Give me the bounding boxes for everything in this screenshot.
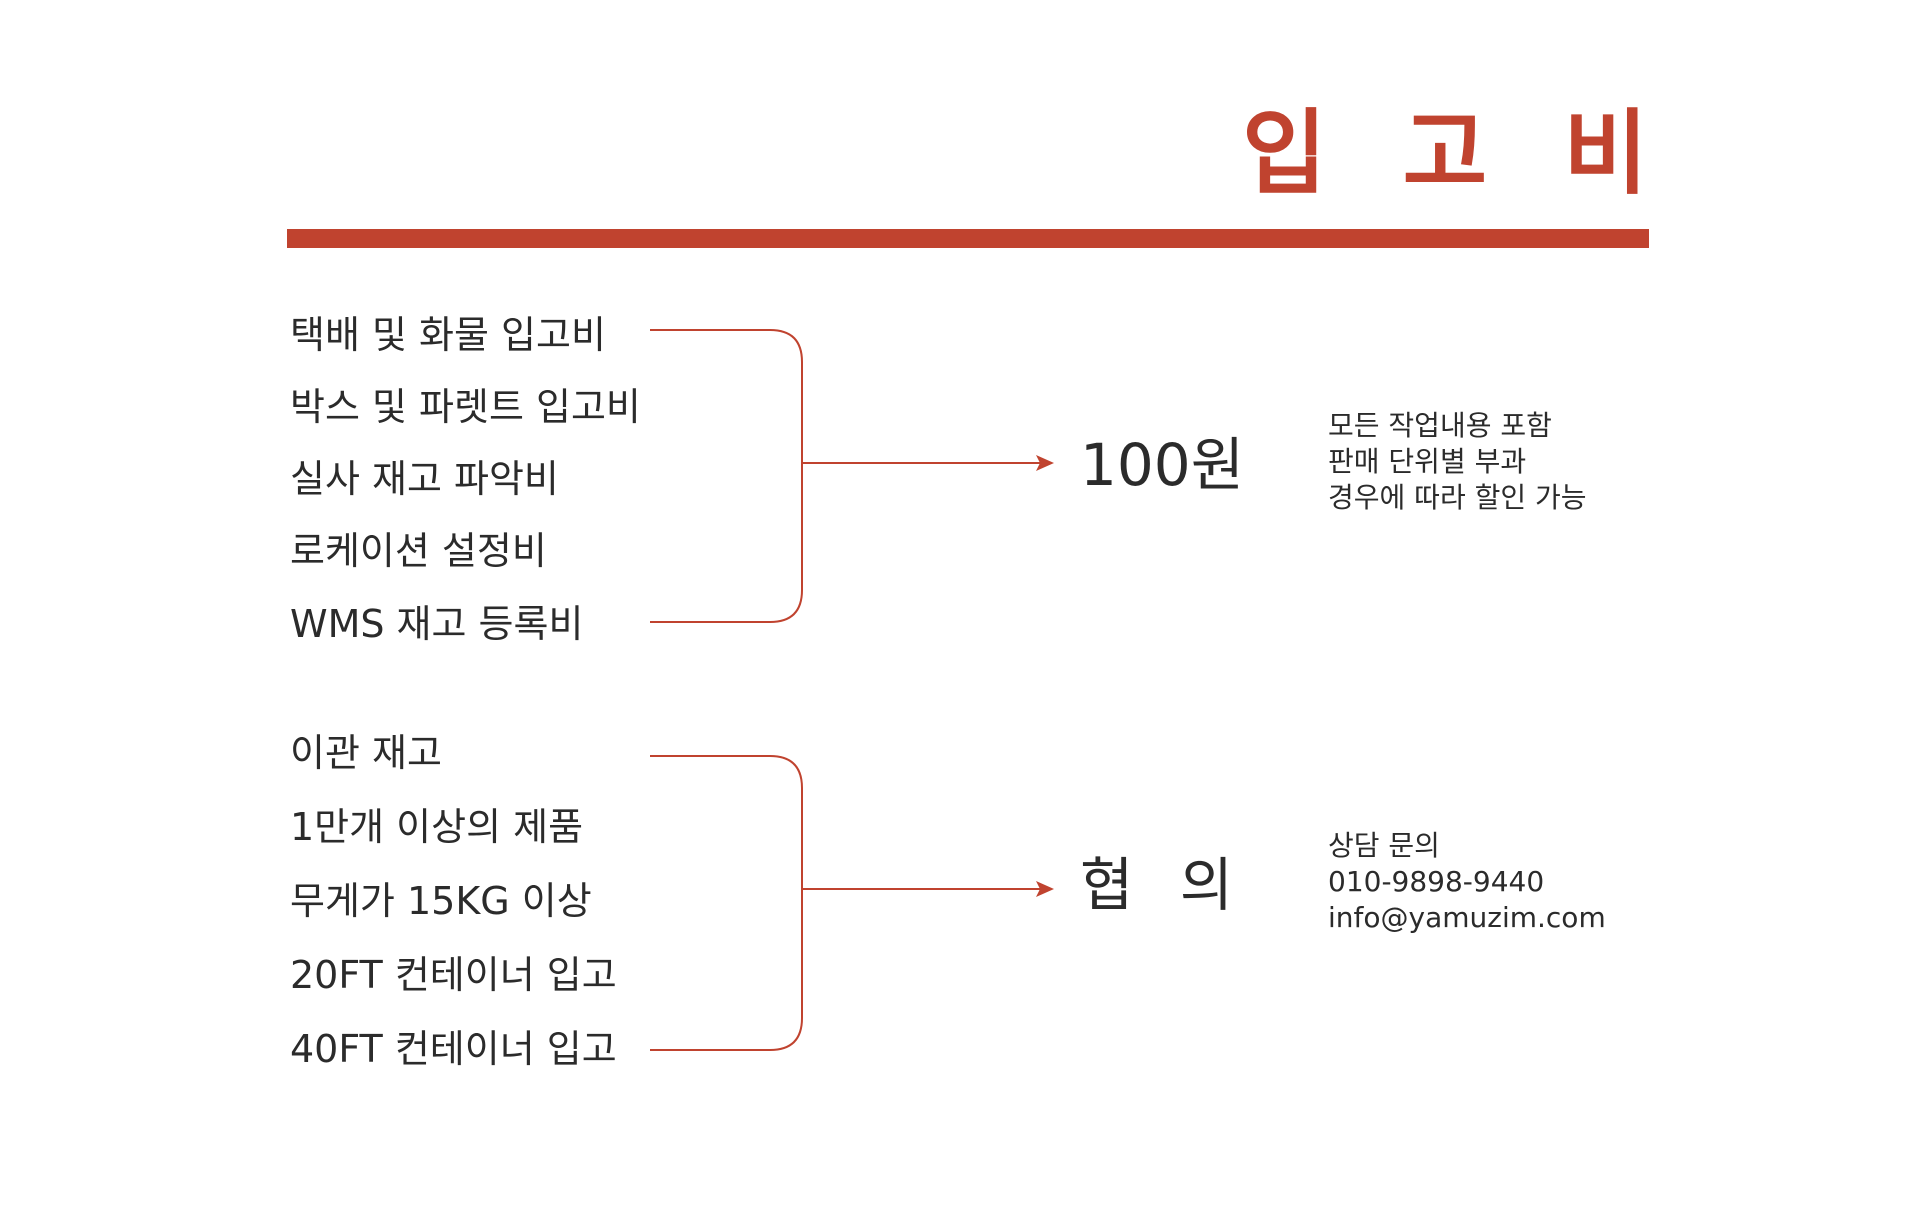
bracket-line — [650, 329, 803, 623]
price-note: 모든 작업내용 포함 판매 단위별 부과 경우에 따라 할인 가능 — [1328, 408, 1587, 516]
list-item: 택배 및 화물 입고비 — [290, 313, 606, 357]
email-address: info@yamuzim.com — [1328, 901, 1606, 934]
title-rule — [287, 229, 1649, 248]
note-line: 상담 문의 — [1328, 829, 1440, 862]
list-item: 박스 및 파렛트 입고비 — [290, 385, 641, 429]
phone-number: 010-9898-9440 — [1328, 865, 1545, 898]
note-line: 판매 단위별 부과 — [1328, 445, 1527, 478]
page-title: 입 고 비 — [1242, 100, 1670, 207]
list-item: 20FT 컨테이너 입고 — [290, 953, 617, 997]
list-item: 이관 재고 — [290, 731, 442, 775]
price-value: 100원 — [1080, 431, 1245, 499]
list-item: 실사 재고 파악비 — [290, 457, 559, 501]
list-item: WMS 재고 등록비 — [290, 602, 584, 646]
list-item: 40FT 컨테이너 입고 — [290, 1027, 617, 1071]
bracket-line — [650, 755, 803, 1051]
list-item: 1만개 이상의 제품 — [290, 805, 584, 849]
contact-note: 상담 문의 010-9898-9440 info@yamuzim.com — [1328, 828, 1606, 936]
list-item: 무게가 15KG 이상 — [290, 879, 592, 923]
arrow-head-icon — [1036, 881, 1054, 897]
note-line: 모든 작업내용 포함 — [1328, 409, 1552, 442]
arrow-head-icon — [1036, 455, 1054, 471]
list-item: 로케이션 설정비 — [290, 529, 547, 573]
note-line: 경우에 따라 할인 가능 — [1328, 481, 1587, 514]
price-value: 협 의 — [1080, 851, 1248, 919]
